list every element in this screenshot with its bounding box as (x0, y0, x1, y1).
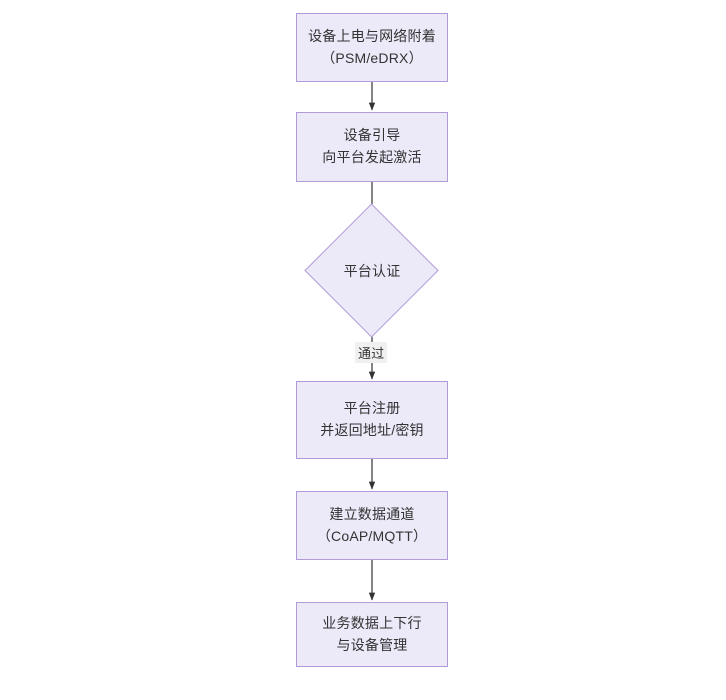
flow-node-platform-register[interactable]: 平台注册 并返回地址/密钥 (296, 381, 448, 459)
flow-node-business-data[interactable]: 业务数据上下行 与设备管理 (296, 602, 448, 667)
flow-node-line1: 建立数据通道 (329, 505, 415, 522)
edge-label-pass: 通过 (355, 342, 388, 363)
flow-node-line2: （PSM/eDRX） (321, 49, 423, 66)
flow-node-data-channel[interactable]: 建立数据通道 （CoAP/MQTT） (296, 491, 448, 560)
flow-node-line2: 向平台发起激活 (322, 149, 422, 165)
flow-node-device-power-on[interactable]: 设备上电与网络附着 （PSM/eDRX） (296, 13, 448, 82)
flow-node-line2: 并返回地址/密钥 (320, 422, 424, 438)
flow-node-line2: （CoAP/MQTT） (316, 527, 428, 544)
flow-node-device-bootstrap[interactable]: 设备引导 向平台发起激活 (296, 112, 448, 182)
flow-node-platform-auth[interactable]: 平台认证 (304, 203, 439, 338)
flow-node-line1: 平台认证 (343, 263, 401, 279)
flow-node-line1: 设备上电与网络附着 (308, 27, 436, 44)
flow-node-line1: 业务数据上下行 (322, 614, 422, 631)
flow-node-line1: 平台注册 (343, 400, 401, 417)
flow-node-line2: 与设备管理 (336, 636, 408, 653)
flow-node-line1: 设备引导 (343, 127, 401, 144)
